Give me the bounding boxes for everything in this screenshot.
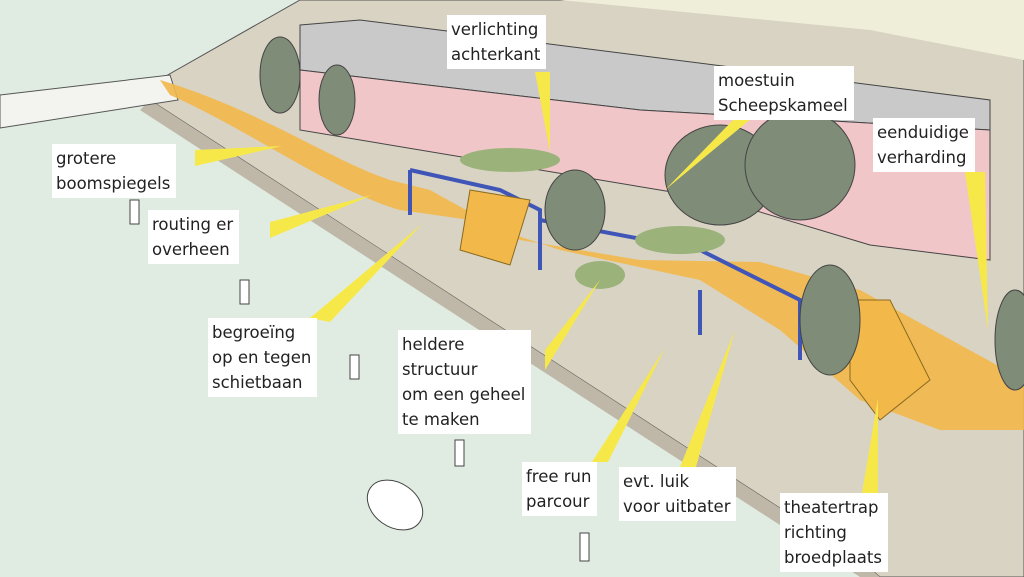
label-free-run: free run parcour xyxy=(522,462,598,516)
label-line: heldere xyxy=(402,335,465,354)
bridge xyxy=(0,74,179,129)
label-line: broedplaats xyxy=(784,548,882,567)
label-line: free run xyxy=(526,467,592,486)
label-grotere-boomspiegels: grotere boomspiegels xyxy=(52,144,177,198)
label-line: theatertrap xyxy=(784,498,879,517)
label-line: verlichting xyxy=(451,20,539,39)
boat xyxy=(366,479,424,531)
label-line: structuur xyxy=(402,360,478,379)
hedges xyxy=(460,148,725,289)
label-heldere-structuur: heldere structuur om een geheel te maken xyxy=(398,330,532,434)
label-line: verharding xyxy=(877,148,967,167)
label-line: richting xyxy=(784,523,847,542)
upper-land xyxy=(300,0,1024,60)
trees xyxy=(259,36,1024,391)
label-line: Scheepskameel xyxy=(718,96,848,115)
label-line: evt. luik xyxy=(623,472,690,491)
label-line: op en tegen xyxy=(212,348,312,367)
label-line: grotere xyxy=(56,149,117,168)
label-verlichting-achterkant: verlichting achterkant xyxy=(447,15,547,69)
label-begroeing: begroeïng op en tegen schietbaan xyxy=(208,318,318,397)
label-routing: routing er overheen xyxy=(148,210,240,264)
label-line: begroeïng xyxy=(212,323,296,342)
callout-wedges xyxy=(195,72,988,493)
label-line: routing er xyxy=(152,215,234,234)
mooring-posts xyxy=(129,199,590,562)
label-line: eenduidige xyxy=(877,123,969,142)
theatre-stairs xyxy=(849,299,931,421)
label-theatertrap: theatertrap richting broedplaats xyxy=(780,493,888,572)
label-line: achterkant xyxy=(451,45,541,64)
label-luik: evt. luik voor uitbater xyxy=(619,467,737,521)
label-line: voor uitbater xyxy=(623,497,731,516)
label-line: te maken xyxy=(402,410,480,429)
label-line: om een geheel xyxy=(402,385,526,404)
label-line: schietbaan xyxy=(212,373,303,392)
label-line: overheen xyxy=(152,240,230,259)
stairs-left xyxy=(459,189,531,266)
label-eenduidige-verharding: eenduidige verharding xyxy=(873,118,975,172)
label-line: parcour xyxy=(526,492,590,511)
label-line: moestuin xyxy=(718,71,795,90)
label-line: boomspiegels xyxy=(56,174,171,193)
